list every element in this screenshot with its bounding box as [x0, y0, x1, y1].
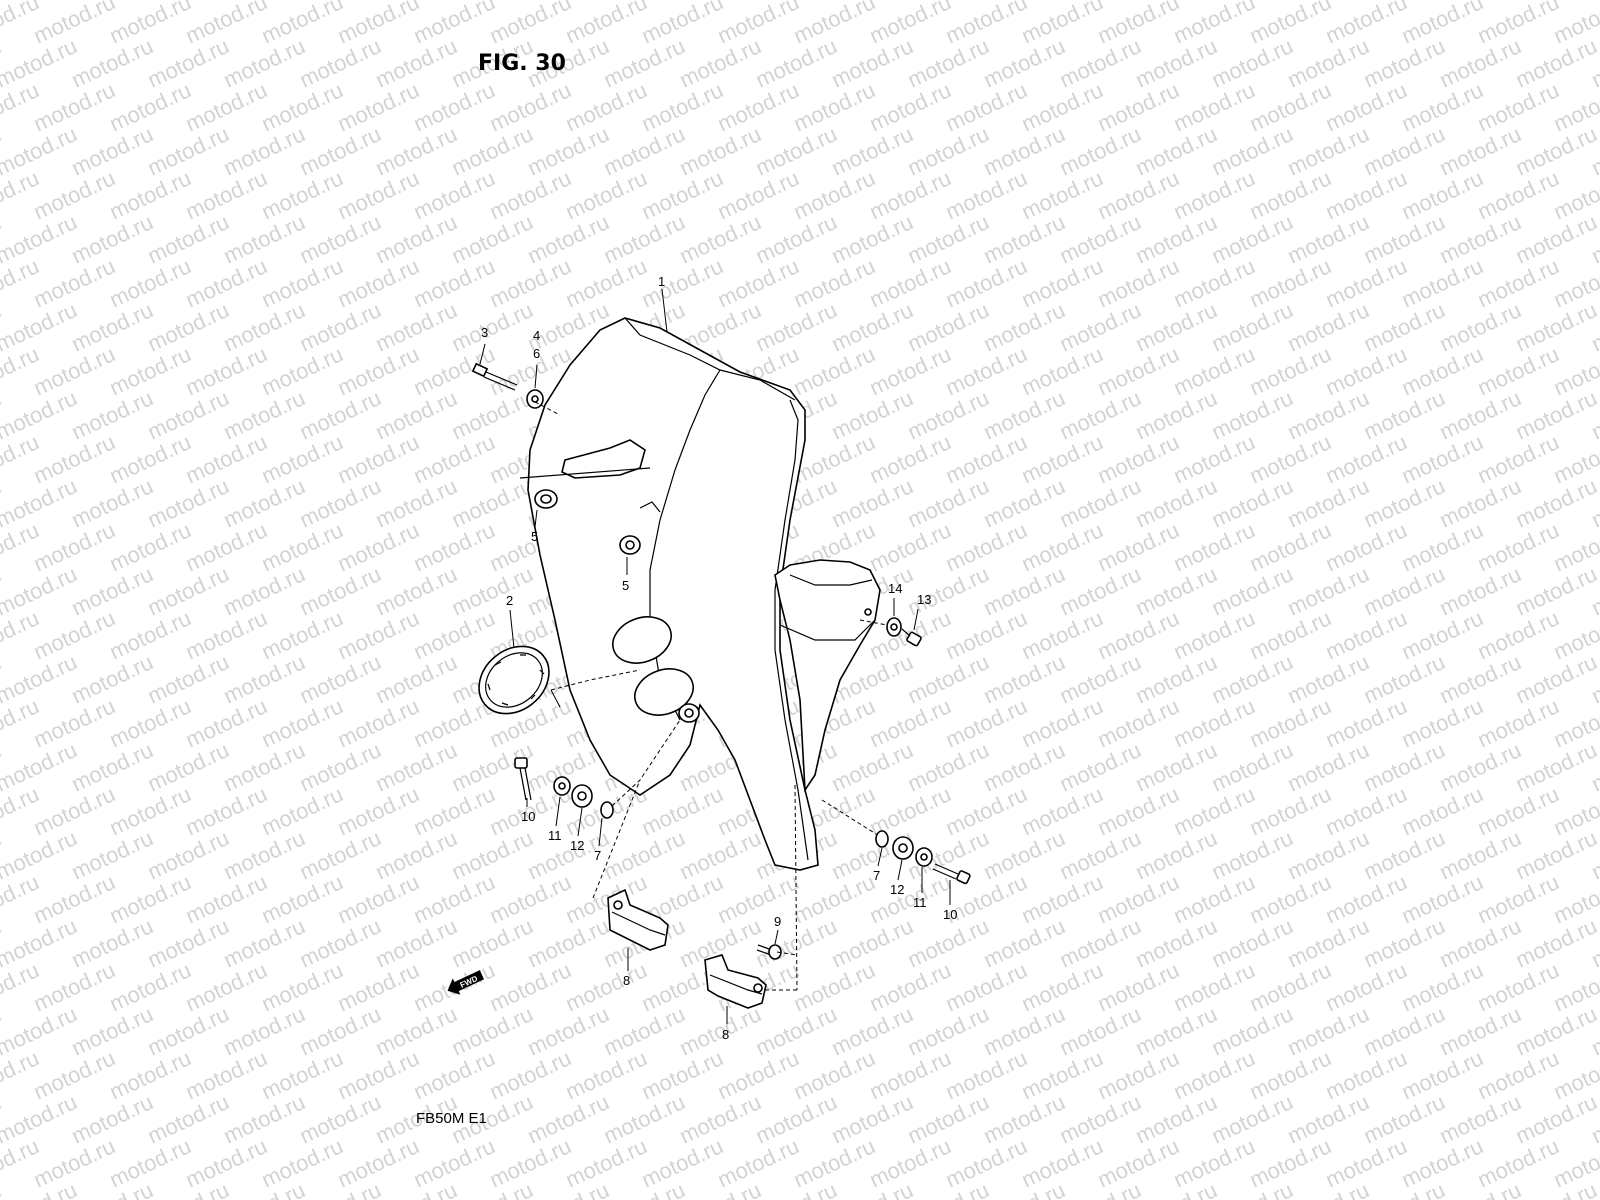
watermark-text: motod.ru — [1512, 737, 1600, 796]
watermark-text: motod.ru — [30, 0, 119, 49]
bolt-10-right — [932, 863, 971, 885]
callout-12a: 12 — [570, 838, 584, 853]
bracket-8-right — [704, 954, 767, 1009]
callout-8b: 8 — [722, 1027, 729, 1042]
leader-lines — [479, 288, 951, 1024]
callout-6: 6 — [533, 346, 540, 361]
model-code: FB50M E1 — [416, 1110, 487, 1127]
watermark-text: motod.ru — [714, 0, 803, 49]
watermark-text: motod.ru — [1512, 649, 1600, 708]
grommet-12-right — [892, 836, 914, 860]
bolt-3 — [471, 362, 518, 391]
callout-11a: 11 — [548, 828, 562, 843]
trim-ring-part — [478, 645, 550, 715]
watermark-text: motod.ru — [638, 0, 727, 49]
watermark-text: motod.ru — [1398, 0, 1487, 49]
watermark-text: motod.ru — [1512, 473, 1600, 532]
callout-labels: 1 3 4 6 5 5 2 14 13 10 11 12 7 7 12 11 1… — [481, 274, 957, 1042]
callout-9: 9 — [774, 914, 781, 929]
watermark-text: motod.ru — [1512, 825, 1600, 884]
callout-5a: 5 — [531, 529, 538, 544]
watermark-text: motod.ru — [1512, 1001, 1600, 1060]
watermark-text: motod.ru — [1246, 0, 1335, 49]
washer-11-left — [553, 776, 571, 796]
callout-12b: 12 — [890, 882, 904, 897]
bolt-10-left — [514, 757, 532, 801]
callout-10b: 10 — [943, 907, 957, 922]
watermark-text: motod.ru — [790, 0, 879, 49]
watermark-text: motod.ru — [1512, 1089, 1600, 1148]
callout-11b: 11 — [913, 895, 927, 910]
watermark-text: motod.ru — [866, 0, 955, 49]
watermark-text: motod.ru — [1512, 913, 1600, 972]
watermark-text: motod.ru — [1512, 297, 1600, 356]
washer-4-6 — [526, 389, 544, 409]
watermark-text: motod.ru — [410, 0, 499, 49]
watermark-text: motod.ru — [942, 0, 1031, 49]
watermark-text: motod.ru — [1512, 33, 1600, 92]
watermark-text: motod.ru — [334, 0, 423, 49]
callout-3: 3 — [481, 325, 488, 340]
callout-8a: 8 — [623, 973, 630, 988]
grommet-12-left — [571, 784, 593, 808]
cowling-part — [519, 317, 819, 871]
figure-title: FIG. 30 — [478, 51, 566, 76]
washer-14 — [886, 617, 902, 637]
screw-13 — [901, 628, 922, 647]
watermark-text: motod.ru — [1474, 0, 1563, 49]
callout-13: 13 — [917, 592, 931, 607]
collar-7-left — [600, 801, 614, 819]
collar-7-right — [875, 830, 889, 848]
watermark-text: motod.ru — [182, 0, 271, 49]
assembly-lines — [534, 401, 888, 991]
callout-7a: 7 — [594, 848, 601, 863]
bracket-8-left — [607, 888, 669, 951]
callout-7b: 7 — [873, 868, 880, 883]
washer-11-right — [915, 847, 933, 867]
callout-1: 1 — [658, 274, 665, 289]
watermark-text: motod.ru — [562, 0, 651, 49]
callout-5b: 5 — [622, 578, 629, 593]
side-duct-part — [774, 559, 881, 793]
callout-4: 4 — [533, 328, 540, 343]
watermark-text: motod.ru — [1018, 0, 1107, 49]
screw-9 — [756, 944, 782, 960]
watermark-text: motod.ru — [1170, 0, 1259, 49]
callout-14: 14 — [888, 581, 902, 596]
watermark-text: motod.ru — [1512, 121, 1600, 180]
watermark-text: motod.ru — [1512, 209, 1600, 268]
watermark-text: motod.ru — [1322, 0, 1411, 49]
watermark-text: motod.ru — [106, 0, 195, 49]
callout-10a: 10 — [521, 809, 535, 824]
watermark-text: motod.ru — [1094, 0, 1183, 49]
watermark-text: motod.ru — [1512, 385, 1600, 444]
callout-2: 2 — [506, 593, 513, 608]
watermark-text: motod.ru — [1512, 561, 1600, 620]
watermark-text: motod.ru — [0, 1177, 5, 1200]
watermark-text: motod.ru — [258, 0, 347, 49]
watermark-text: motod.ru — [486, 0, 575, 49]
